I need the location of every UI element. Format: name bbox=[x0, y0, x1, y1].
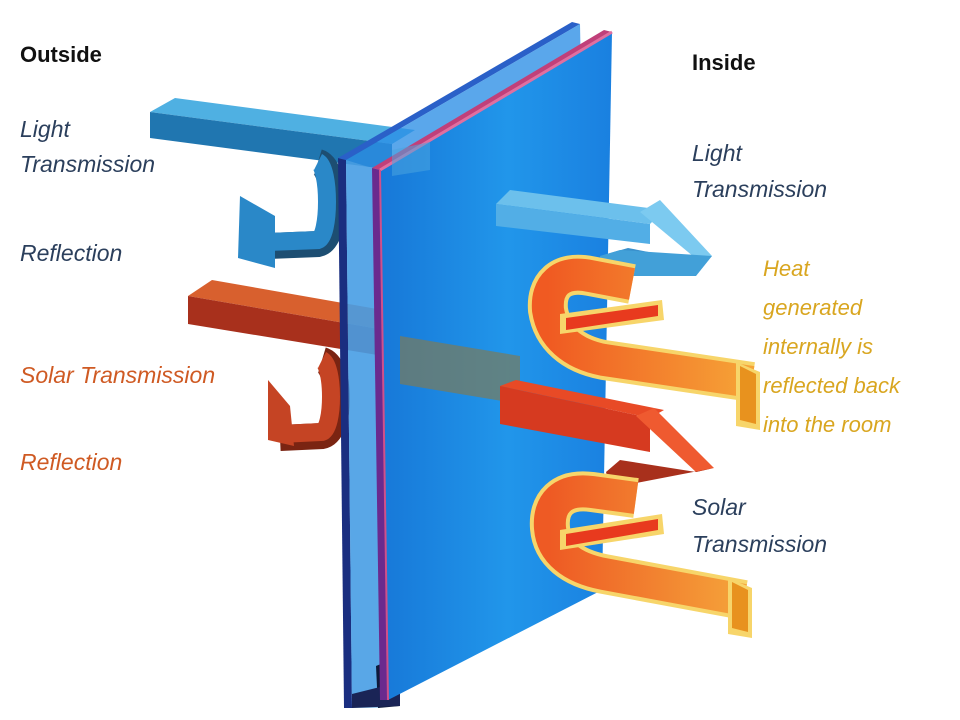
light-reflection-arrow bbox=[238, 149, 346, 268]
outside-solar-reflection-label: Reflection bbox=[20, 449, 123, 475]
solar-transmission-through-glass bbox=[400, 336, 520, 404]
heat-reflection-arrow-lower bbox=[529, 471, 752, 638]
heat-label-line-5: into the room bbox=[763, 412, 892, 437]
heat-label-line-4: reflected back bbox=[763, 373, 900, 398]
heat-label-line-2: generated bbox=[763, 295, 863, 320]
inside-heading: Inside bbox=[692, 50, 756, 75]
outside-light-label-line-1: Light bbox=[20, 116, 70, 142]
inside-light-label-line-1: Light bbox=[692, 140, 742, 166]
inside-light-label-line-2: Transmission bbox=[692, 176, 828, 202]
outside-light-label-line-2: Transmission bbox=[20, 151, 156, 177]
heat-label-line-1: Heat bbox=[763, 256, 810, 281]
outside-heading: Outside bbox=[20, 42, 102, 67]
outside-solar-label: Solar Transmission bbox=[20, 362, 216, 388]
heat-label-line-3: internally is bbox=[763, 334, 874, 359]
outside-light-reflection-label: Reflection bbox=[20, 240, 123, 266]
heat-reflection-arrow-upper bbox=[527, 254, 760, 430]
inside-solar-label-line-1: Solar bbox=[692, 494, 746, 520]
inside-solar-label-line-2: Transmission bbox=[692, 531, 828, 557]
light-transmission-through-glass bbox=[392, 142, 430, 176]
solar-reflection-arrow bbox=[268, 347, 350, 451]
